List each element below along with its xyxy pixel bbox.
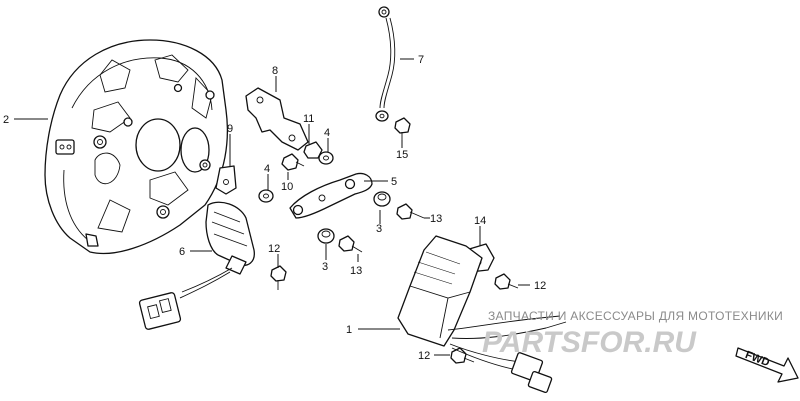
callout-1: 1 [346,324,352,336]
callout-3-lower: 3 [322,261,328,273]
callout-8: 8 [272,65,278,77]
callout-13-upper: 13 [430,213,442,225]
grommet-upper [373,191,391,207]
leader-lines [14,58,530,356]
callout-13-lower: 13 [350,265,362,277]
callout-5: 5 [391,176,397,188]
forward-direction-arrow: FWD [735,347,799,383]
callout-9: 9 [227,123,233,135]
washer-left [258,189,274,203]
regulator-rectifier [397,235,567,394]
washer-right [318,151,334,165]
collar-11 [303,141,323,159]
callout-numbers: 2 8 7 9 11 4 4 10 5 6 12 13 3 3 13 14 12… [3,54,546,362]
bolt-13-lower [338,235,363,253]
callout-14: 14 [474,215,486,227]
stator-cover-housing [44,39,228,255]
screw-15 [394,117,411,142]
bolt-12-right [494,273,519,290]
watermark-tagline: ЗАПЧАСТИ И АКСЕССУАРЫ ДЛЯ МОТОТЕХНИКИ [488,309,783,323]
callout-15: 15 [396,149,408,161]
callout-2: 2 [3,114,9,126]
callout-12-bottom: 12 [418,350,430,362]
bolt-13-upper [396,203,425,220]
wire-clamp [215,165,237,195]
coil-holder-plate [289,172,373,219]
ground-wire [375,6,396,122]
callout-4-upper: 4 [324,127,330,139]
callout-3-upper: 3 [376,223,382,235]
callout-11: 11 [303,113,314,125]
callout-12-left: 12 [268,243,280,255]
screw-10 [281,153,305,171]
callout-12-right: 12 [534,280,546,292]
callout-4-lower: 4 [264,163,270,175]
watermark: ЗАПЧАСТИ И АКСЕССУАРЫ ДЛЯ МОТОТЕХНИКИ PA… [482,309,783,359]
pulse-generator-coil [138,201,255,330]
callout-10: 10 [281,181,293,193]
fwd-label: FWD [743,349,771,369]
watermark-logo: PARTSFOR.RU [482,326,697,359]
grommet-lower [317,228,335,244]
callout-6: 6 [179,246,185,258]
bolt-12-left [270,265,287,290]
callout-7: 7 [418,54,424,66]
mounting-bracket [245,87,309,151]
